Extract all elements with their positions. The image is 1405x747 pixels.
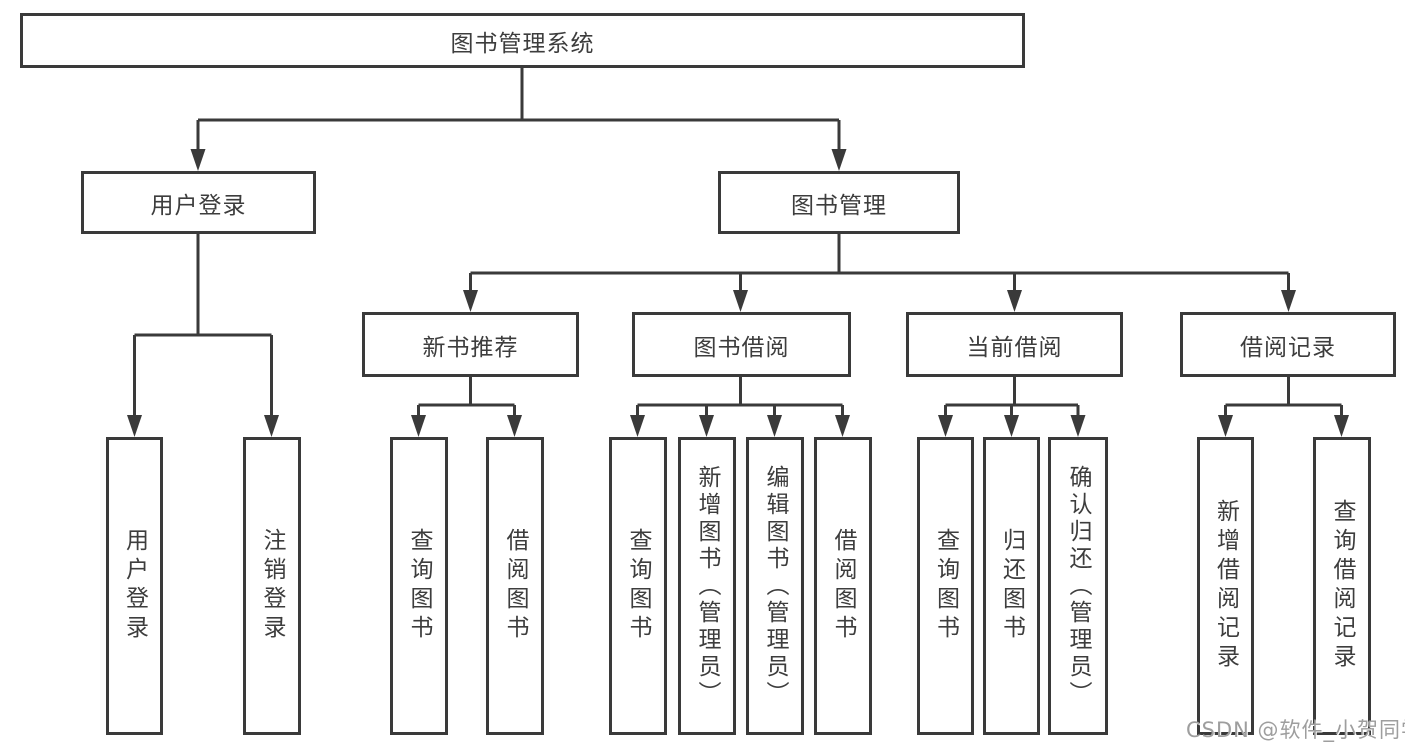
leaf-user-login: 用户登录 xyxy=(106,437,163,735)
node-label: 用户登录 xyxy=(121,528,148,644)
leaf-query-books-3: 查询图书 xyxy=(917,437,974,735)
leaf-borrow-books-2: 借阅图书 xyxy=(814,437,872,735)
node-label: 确认归还（管理员） xyxy=(1065,464,1091,708)
node-label: 图书管理系统 xyxy=(450,30,595,57)
leaf-confirm-return-admin: 确认归还（管理员） xyxy=(1048,437,1108,735)
node-label: 借阅图书 xyxy=(502,528,528,644)
node-label: 归还图书 xyxy=(998,528,1025,644)
node-label: 查询图书 xyxy=(406,528,432,644)
node-label: 查询图书 xyxy=(625,528,651,644)
node-label: 借阅图书 xyxy=(830,528,856,644)
node-label: 借阅记录 xyxy=(1240,334,1336,361)
leaf-add-borrow-record: 新增借阅记录 xyxy=(1197,437,1254,735)
node-library-management-system: 图书管理系统 xyxy=(20,13,1025,68)
leaf-query-books-1: 查询图书 xyxy=(390,437,448,735)
node-label: 用户登录 xyxy=(150,192,247,219)
node-label: 编辑图书（管理员） xyxy=(762,464,788,708)
node-label: 新增借阅记录 xyxy=(1212,499,1239,673)
leaf-query-books-2: 查询图书 xyxy=(609,437,667,735)
node-label: 当前借阅 xyxy=(966,334,1063,361)
node-borrowing-records: 借阅记录 xyxy=(1180,312,1396,377)
node-label: 图书管理 xyxy=(791,192,887,219)
node-label: 图书借阅 xyxy=(693,334,790,361)
node-label: 查询借阅记录 xyxy=(1329,499,1355,673)
leaf-query-borrow-record: 查询借阅记录 xyxy=(1313,437,1371,735)
leaf-return-books: 归还图书 xyxy=(983,437,1040,735)
leaf-add-books-admin: 新增图书（管理员） xyxy=(678,437,736,735)
node-book-borrowing: 图书借阅 xyxy=(632,312,851,377)
node-current-borrowing: 当前借阅 xyxy=(906,312,1123,377)
node-user-login: 用户登录 xyxy=(81,171,316,234)
node-book-management: 图书管理 xyxy=(718,171,960,234)
node-label: 查询图书 xyxy=(932,528,959,644)
node-new-book-recommendation: 新书推荐 xyxy=(362,312,579,377)
node-label: 新书推荐 xyxy=(422,334,519,361)
node-label: 注销登录 xyxy=(259,528,285,644)
node-label: 新增图书（管理员） xyxy=(694,464,720,708)
csdn-watermark: CSDN @软件_小贺同学 xyxy=(1186,718,1405,742)
leaf-edit-books-admin: 编辑图书（管理员） xyxy=(746,437,804,735)
leaf-logout: 注销登录 xyxy=(243,437,301,735)
leaf-borrow-books-1: 借阅图书 xyxy=(486,437,544,735)
